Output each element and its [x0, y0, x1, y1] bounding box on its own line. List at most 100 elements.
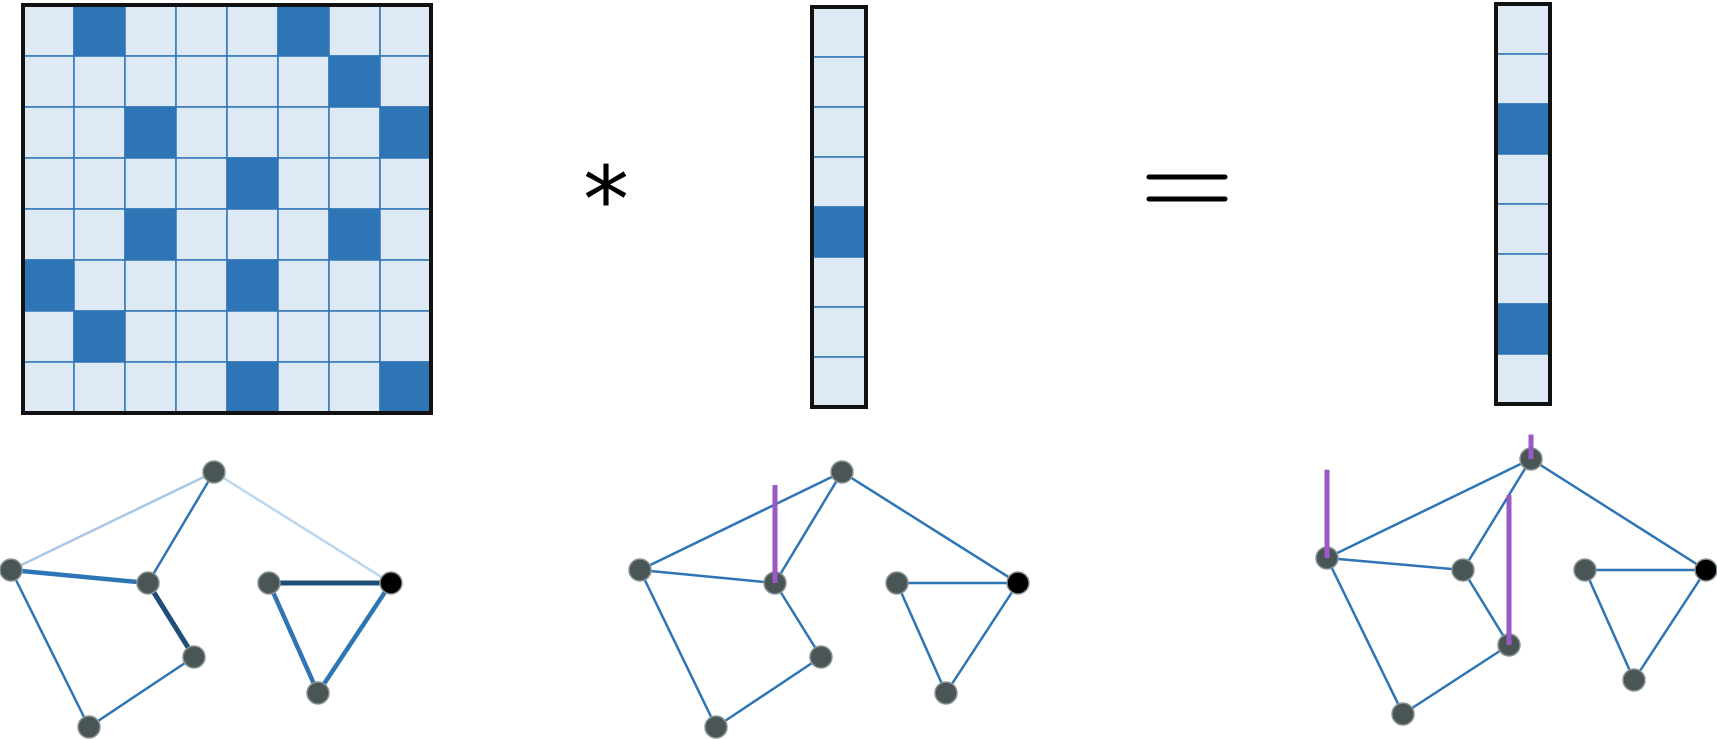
matrix-cell: [328, 361, 381, 414]
graph-edge: [944, 581, 1020, 695]
matrix-cell: [277, 259, 330, 312]
matrix-cell: [175, 106, 228, 159]
matrix-cell: [73, 208, 126, 261]
graph-node: [1391, 702, 1415, 726]
matrix-cell: [73, 259, 126, 312]
matrix-cell: [124, 55, 177, 108]
matrix-cell: [226, 106, 279, 159]
graph-node: [77, 715, 101, 739]
equals-operator: [1146, 174, 1228, 202]
graph-node: [830, 460, 854, 484]
matrix-cell: [124, 361, 177, 414]
vector-cell: [811, 356, 867, 408]
matrix-cell: [226, 361, 279, 414]
matrix-cell: [379, 208, 432, 261]
adjacency-matrix: [21, 3, 433, 415]
matrix-cell: [175, 208, 228, 261]
vector-cell: [1495, 303, 1551, 355]
graph-edge: [638, 568, 777, 585]
matrix-cell: [328, 208, 381, 261]
matrix-cell: [379, 55, 432, 108]
matrix-cell: [175, 157, 228, 210]
matrix-cell: [277, 157, 330, 210]
matrix-cell: [328, 4, 381, 57]
matrix-cell: [175, 310, 228, 363]
graph-edge: [212, 470, 393, 585]
matrix-cell: [175, 4, 228, 57]
matrix-cell: [277, 361, 330, 414]
graph-edge: [1583, 568, 1636, 682]
matrix-cell: [73, 55, 126, 108]
graph-node: [202, 460, 226, 484]
graph-node: [257, 571, 281, 595]
vector-border: [810, 5, 868, 409]
vector-border: [1494, 2, 1552, 406]
graph-node: [0, 558, 23, 582]
matrix-cell: [124, 157, 177, 210]
graph-edge: [1461, 568, 1511, 647]
matrix-cell: [175, 361, 228, 414]
graph-edge: [773, 470, 844, 585]
vector-cell: [1495, 3, 1551, 55]
matrix-cell: [22, 310, 75, 363]
matrix-border: [21, 3, 433, 415]
vector-cell: [811, 156, 867, 208]
adjacency-graph: [0, 460, 403, 739]
graph-edge: [1401, 643, 1511, 716]
matrix-cell: [226, 310, 279, 363]
matrix-cell: [22, 259, 75, 312]
matrix-cell: [277, 106, 330, 159]
matrix-cell: [22, 106, 75, 159]
graph-edge: [714, 655, 823, 729]
graph-edge: [146, 470, 216, 585]
matrix-cell: [379, 157, 432, 210]
graph-node: [1622, 668, 1646, 692]
graph-edge: [8, 567, 151, 586]
graph-node: [809, 645, 833, 669]
matrix-cell: [22, 361, 75, 414]
vector-cell: [811, 6, 867, 58]
graph-node: [704, 715, 728, 739]
vector-cell: [1495, 253, 1551, 305]
matrix-cell: [22, 55, 75, 108]
graph-node: [136, 571, 160, 595]
vector-cell: [1495, 353, 1551, 405]
graph-node: [182, 645, 206, 669]
matrix-cell: [124, 4, 177, 57]
matrix-cell: [226, 157, 279, 210]
graph-node: [1451, 558, 1475, 582]
matrix-cell: [22, 208, 75, 261]
graph-node: [1573, 558, 1597, 582]
matrix-cell: [124, 106, 177, 159]
graph-edge: [773, 581, 823, 659]
output-signal-graph: [1315, 434, 1717, 726]
matrix-cell: [22, 4, 75, 57]
graph-edge: [1325, 556, 1405, 716]
matrix-cell: [379, 361, 432, 414]
matrix-cell: [124, 310, 177, 363]
graph-edge: [840, 470, 1020, 585]
graph-edge: [315, 580, 394, 696]
matrix-cell: [226, 208, 279, 261]
graph-node: [934, 681, 958, 705]
matrix-cell: [22, 157, 75, 210]
graph-edge: [1632, 568, 1708, 682]
matrix-cell: [73, 310, 126, 363]
matrix-cell: [277, 208, 330, 261]
graph-node: [885, 571, 909, 595]
graph-edge: [1461, 457, 1533, 572]
graph-edge: [87, 655, 196, 729]
vector-cell: [811, 206, 867, 258]
vector-cell: [811, 56, 867, 108]
matrix-cell: [277, 310, 330, 363]
graph-edge: [9, 470, 216, 572]
matrix-cell: [328, 106, 381, 159]
graph-edge: [1325, 556, 1465, 572]
matrix-cell: [124, 208, 177, 261]
matrix-cell: [226, 259, 279, 312]
graph-node: [306, 681, 330, 705]
input-signal-vector: [810, 5, 868, 409]
multiply-operator: *: [583, 147, 629, 254]
matrix-cell: [328, 259, 381, 312]
matrix-cell: [226, 4, 279, 57]
